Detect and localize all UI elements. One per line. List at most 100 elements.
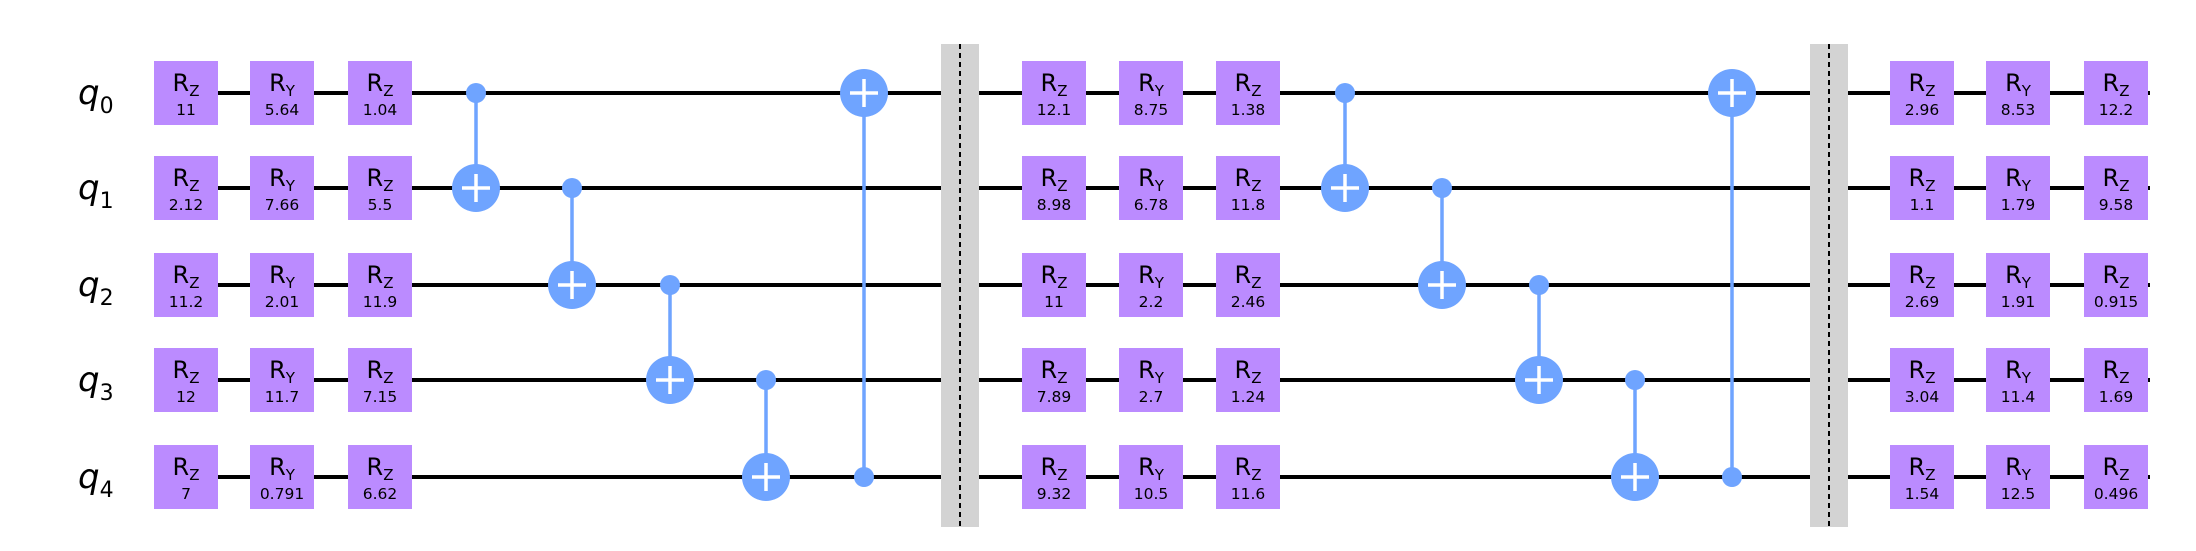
gate-parameter: 1.91	[2001, 293, 2036, 311]
gate-parameter: 1.38	[1231, 101, 1266, 119]
control-dot	[1625, 370, 1645, 390]
cnot-gate	[1708, 69, 1756, 487]
gate-box	[1986, 253, 2050, 317]
gate-name: RZ	[367, 261, 394, 292]
control-dot	[756, 370, 776, 390]
gate-box	[250, 156, 314, 220]
gate-parameter: 7	[181, 485, 191, 503]
gate-name: RZ	[173, 453, 200, 484]
barrier-shade	[941, 44, 979, 527]
gate-parameter: 10.5	[1134, 485, 1169, 503]
gate-box	[2084, 156, 2148, 220]
qubit-label-2: q2	[78, 265, 114, 311]
gate-parameter: 1.1	[1910, 196, 1935, 214]
rz-gate: RZ3.04	[1890, 348, 1954, 412]
rz-gate: RZ8.98	[1022, 156, 1086, 220]
gate-box	[1216, 61, 1280, 125]
rz-gate: RZ2.69	[1890, 253, 1954, 317]
gate-name: RY	[2005, 164, 2032, 195]
gate-parameter: 0.791	[260, 485, 304, 503]
gate-parameter: 3.04	[1905, 388, 1940, 406]
rz-gate: RZ9.32	[1022, 445, 1086, 509]
rz-gate: RZ9.58	[2084, 156, 2148, 220]
gate-name: RZ	[1909, 164, 1936, 195]
rz-gate: RZ7.89	[1022, 348, 1086, 412]
gate-parameter: 5.64	[265, 101, 300, 119]
gate-name: RY	[1138, 261, 1165, 292]
gate-box	[154, 156, 218, 220]
gate-parameter: 12.1	[1037, 101, 1072, 119]
rz-gate: RZ5.5	[348, 156, 412, 220]
rz-gate: RZ6.62	[348, 445, 412, 509]
barrier-shade	[1810, 44, 1848, 527]
cnot-gate	[1321, 83, 1369, 212]
gate-parameter: 9.32	[1037, 485, 1072, 503]
gate-name: RZ	[1041, 356, 1068, 387]
gate-box	[1119, 253, 1183, 317]
gate-name: RZ	[173, 69, 200, 100]
gate-name: RZ	[1235, 261, 1262, 292]
gate-box	[154, 445, 218, 509]
gate-parameter: 2.46	[1231, 293, 1266, 311]
ry-gate: RY5.64	[250, 61, 314, 125]
ry-gate: RY2.01	[250, 253, 314, 317]
gate-parameter: 12.5	[2001, 485, 2036, 503]
gate-parameter: 5.5	[368, 196, 393, 214]
gate-parameter: 11.9	[363, 293, 398, 311]
gate-name: RZ	[1041, 69, 1068, 100]
gate-parameter: 2.69	[1905, 293, 1940, 311]
gate-box	[2084, 61, 2148, 125]
gate-box	[1986, 156, 2050, 220]
gate-name: RZ	[1041, 453, 1068, 484]
gate-box	[348, 348, 412, 412]
qubit-label-4: q4	[78, 457, 114, 503]
gate-parameter: 11.6	[1231, 485, 1266, 503]
gate-parameter: 11.7	[265, 388, 300, 406]
gate-name: RZ	[1235, 164, 1262, 195]
gate-box	[348, 61, 412, 125]
control-dot	[1432, 178, 1452, 198]
gate-parameter: 1.54	[1905, 485, 1940, 503]
gate-box	[250, 445, 314, 509]
control-dot	[854, 467, 874, 487]
gate-box	[2084, 445, 2148, 509]
gate-box	[250, 348, 314, 412]
ry-gate: RY1.91	[1986, 253, 2050, 317]
gate-name: RZ	[1909, 261, 1936, 292]
gate-box	[1022, 61, 1086, 125]
gate-name: RY	[1138, 69, 1165, 100]
ry-gate: RY7.66	[250, 156, 314, 220]
gate-box	[1119, 348, 1183, 412]
gate-name: RY	[1138, 356, 1165, 387]
gate-name: RY	[2005, 356, 2032, 387]
gate-box	[154, 253, 218, 317]
gate-parameter: 12	[176, 388, 196, 406]
cnot-gate	[742, 370, 790, 501]
gate-box	[2084, 348, 2148, 412]
ry-gate: RY2.2	[1119, 253, 1183, 317]
gate-parameter: 1.24	[1231, 388, 1266, 406]
gate-box	[1216, 445, 1280, 509]
gate-name: RZ	[367, 356, 394, 387]
gate-name: RZ	[367, 164, 394, 195]
gate-box	[1986, 445, 2050, 509]
gate-name: RZ	[367, 69, 394, 100]
gate-name: RZ	[2103, 164, 2130, 195]
control-dot	[466, 83, 486, 103]
cnot-gates	[452, 69, 1756, 501]
gate-name: RZ	[2103, 261, 2130, 292]
gate-parameter: 2.7	[1139, 388, 1164, 406]
gate-box	[1890, 348, 1954, 412]
gate-name: RZ	[1909, 69, 1936, 100]
gate-parameter: 11	[1044, 293, 1064, 311]
gate-name: RZ	[173, 261, 200, 292]
rz-gate: RZ1.38	[1216, 61, 1280, 125]
gate-parameter: 8.75	[1134, 101, 1169, 119]
